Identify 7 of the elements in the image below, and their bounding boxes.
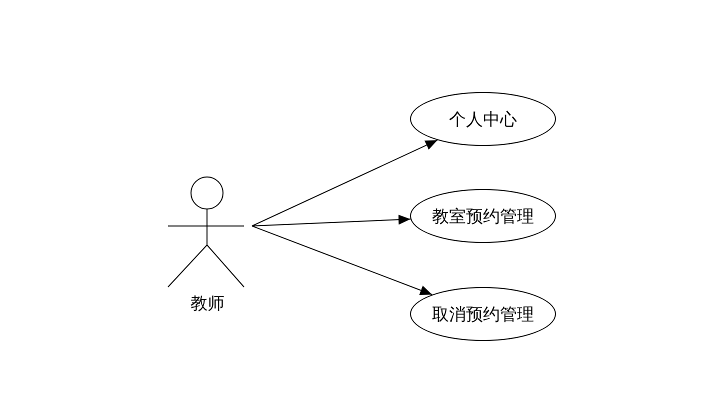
actor-label: 教师 bbox=[190, 293, 226, 315]
use-case-ellipse: 个人中心 bbox=[410, 92, 556, 146]
arrow bbox=[252, 214, 411, 226]
arrow bbox=[252, 226, 433, 296]
use-case-ellipse: 取消预约管理 bbox=[410, 287, 556, 341]
use-case-ellipse: 教室预约管理 bbox=[410, 189, 556, 243]
arrow bbox=[252, 140, 438, 226]
